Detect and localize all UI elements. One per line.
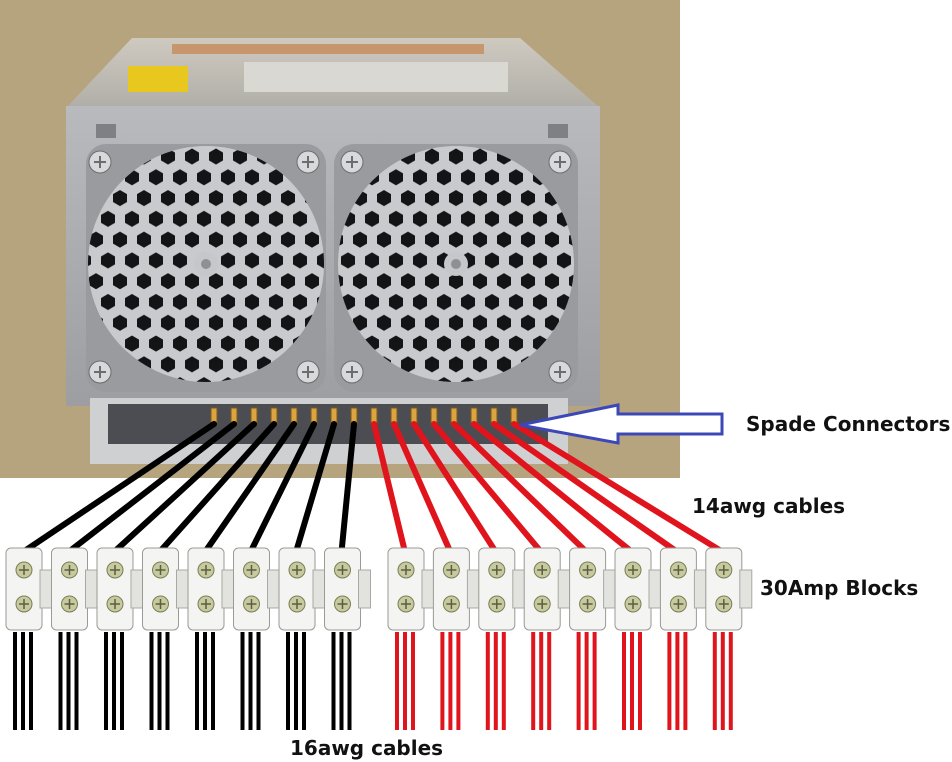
spec-label — [244, 62, 508, 92]
arrow-left-icon — [519, 403, 724, 445]
spade-connectors-label: Spade Connectors — [746, 412, 951, 436]
wire-14awg — [471, 421, 635, 555]
terminal-blocks — [5, 547, 753, 631]
terminal-block — [51, 547, 98, 631]
wire-14awg — [411, 421, 499, 555]
terminal-block — [324, 547, 371, 631]
wire-14awg — [111, 421, 257, 555]
wire-14awg — [65, 421, 237, 555]
wire-14awg — [451, 421, 590, 555]
wire-14awg — [431, 421, 545, 555]
fan-grille-icon — [334, 144, 578, 392]
wire-14awg — [202, 421, 297, 555]
fan-grille-icon — [86, 144, 326, 392]
terminal-block — [187, 547, 235, 631]
terminal-block — [523, 547, 571, 631]
terminal-block — [387, 547, 435, 631]
terminal-block — [142, 547, 189, 631]
blocks-30amp-label: 30Amp Blocks — [760, 576, 919, 600]
screw-icon — [548, 150, 572, 174]
terminal-block — [96, 547, 144, 631]
wire-14awg — [491, 421, 681, 555]
terminal-block — [432, 547, 480, 631]
spade-connectors — [210, 407, 518, 425]
screw-icon — [340, 150, 364, 174]
wire-14awg — [20, 421, 217, 555]
psu-top-stripe — [172, 44, 484, 54]
screw-icon — [548, 360, 572, 384]
terminal-block — [233, 547, 280, 631]
screw-icon — [340, 360, 364, 384]
terminal-block — [5, 547, 53, 631]
wire-14awg — [391, 421, 454, 555]
wires-16awg — [13, 632, 733, 730]
terminal-block — [659, 547, 707, 631]
screw-icon — [296, 360, 320, 384]
warning-label — [128, 66, 188, 92]
terminal-block — [614, 547, 662, 631]
wire-14awg — [293, 421, 337, 555]
terminal-block — [705, 547, 753, 631]
screw-icon — [296, 150, 320, 174]
screw-icon — [88, 150, 112, 174]
wire-14awg — [156, 421, 277, 555]
terminal-block — [278, 547, 326, 631]
terminal-block — [478, 547, 526, 631]
wire-14awg — [338, 421, 357, 555]
cables-14awg-label: 14awg cables — [692, 494, 846, 518]
wire-14awg — [371, 421, 408, 555]
terminal-block — [569, 547, 617, 631]
wire-14awg — [247, 421, 317, 555]
wire-14awg — [511, 421, 726, 555]
screw-icon — [88, 360, 112, 384]
cables-16awg-label: 16awg cables — [290, 736, 444, 760]
wires-14awg — [20, 421, 726, 555]
